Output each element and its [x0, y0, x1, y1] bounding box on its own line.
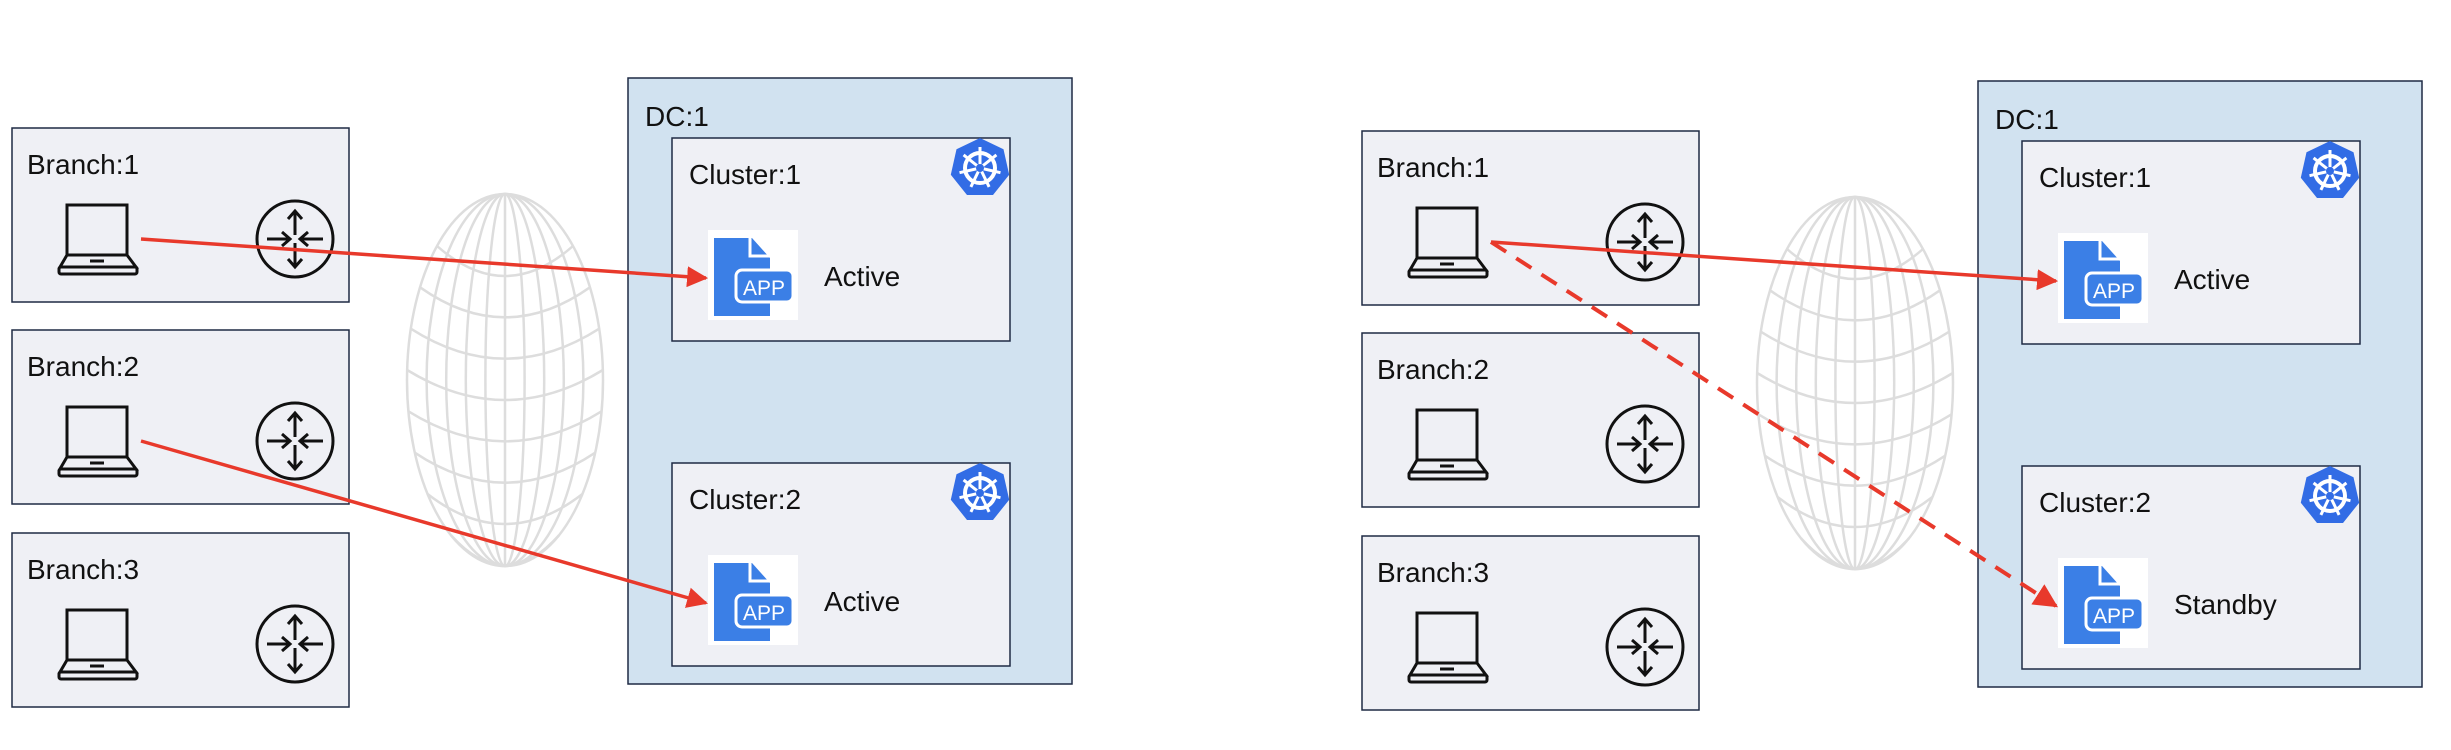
- branch-label: Branch:2: [27, 351, 139, 382]
- app-label: APP: [2093, 605, 2135, 628]
- laptop-icon: [57, 405, 139, 478]
- router-icon: [1605, 202, 1685, 282]
- router-icon: [1605, 607, 1685, 687]
- connection-arrow-solid: [140, 439, 709, 608]
- branch-box: Branch:2: [11, 329, 350, 505]
- connection-arrow-solid: [1490, 240, 2059, 291]
- app-icon: APP: [708, 555, 798, 645]
- kubernetes-icon: [950, 138, 1010, 195]
- branch-label: Branch:1: [27, 149, 139, 180]
- cluster-status: Active: [2174, 264, 2250, 295]
- app-icon: APP: [2058, 558, 2148, 648]
- branch-box: Branch:1: [1361, 130, 1700, 306]
- branch-box: Branch:1: [11, 127, 350, 303]
- branch-label: Branch:3: [27, 554, 139, 585]
- router-icon: [1605, 404, 1685, 484]
- kubernetes-icon: [2300, 141, 2360, 198]
- branch-box: Branch:2: [1361, 332, 1700, 508]
- app-icon: APP: [708, 230, 798, 320]
- kubernetes-icon: [950, 463, 1010, 520]
- laptop-icon: [1407, 206, 1489, 279]
- datacenter-label: DC:1: [645, 101, 709, 132]
- cluster-label: Cluster:2: [2039, 487, 2151, 518]
- cluster-label: Cluster:2: [689, 484, 801, 515]
- app-label: APP: [743, 602, 785, 625]
- branch-box: Branch:3: [11, 532, 350, 708]
- globe-icon: [405, 192, 605, 568]
- cluster-status: Active: [824, 586, 900, 617]
- kubernetes-icon: [2300, 466, 2360, 523]
- connection-arrow-dashed: [1489, 240, 2059, 608]
- app-label: APP: [2093, 280, 2135, 303]
- branch-label: Branch:3: [1377, 557, 1489, 588]
- router-icon: [255, 401, 335, 481]
- globe-icon: [1755, 195, 1955, 571]
- app-label: APP: [743, 277, 785, 300]
- router-icon: [255, 604, 335, 684]
- cluster-status: Standby: [2174, 589, 2277, 620]
- branch-label: Branch:1: [1377, 152, 1489, 183]
- cluster-label: Cluster:1: [689, 159, 801, 190]
- app-icon: APP: [2058, 233, 2148, 323]
- branch-label: Branch:2: [1377, 354, 1489, 385]
- connection-arrow-solid: [140, 237, 709, 288]
- cluster-status: Active: [824, 261, 900, 292]
- branch-box: Branch:3: [1361, 535, 1700, 711]
- router-icon: [255, 199, 335, 279]
- laptop-icon: [57, 203, 139, 276]
- laptop-icon: [1407, 611, 1489, 684]
- laptop-icon: [1407, 408, 1489, 481]
- datacenter-label: DC:1: [1995, 104, 2059, 135]
- laptop-icon: [57, 608, 139, 681]
- cluster-label: Cluster:1: [2039, 162, 2151, 193]
